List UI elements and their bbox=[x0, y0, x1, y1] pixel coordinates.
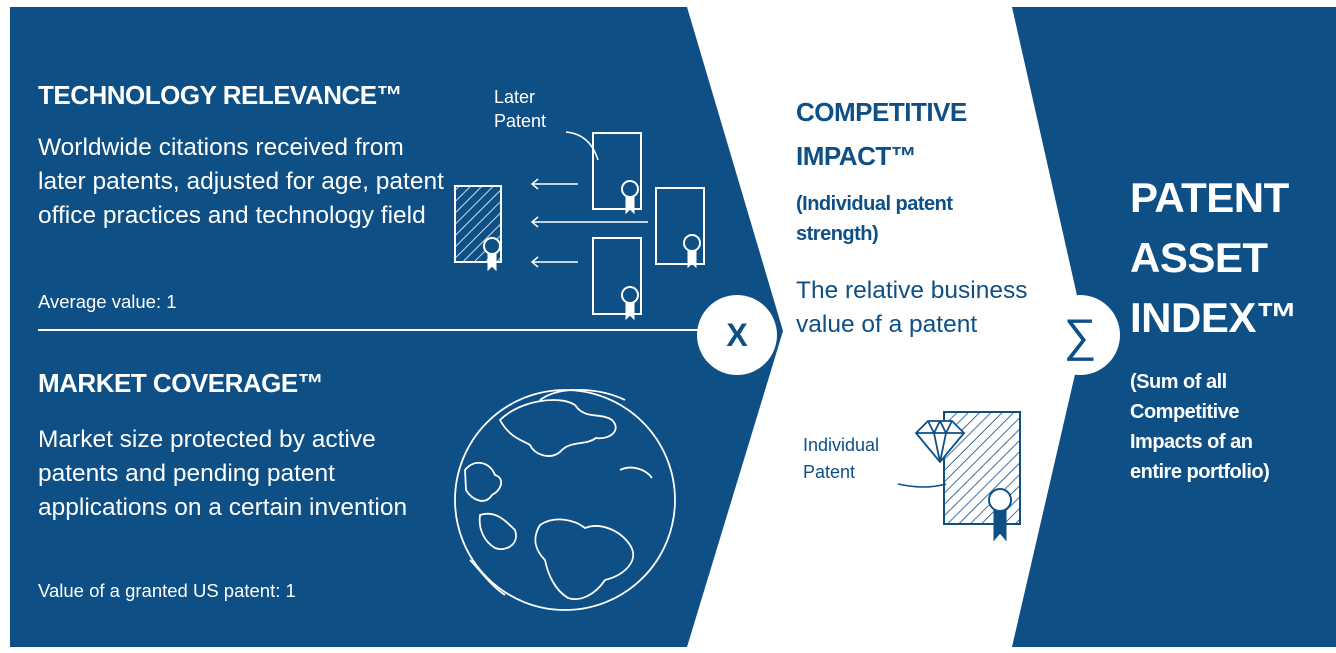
arrow-left-icon bbox=[530, 216, 648, 228]
market-coverage-value: Value of a granted US patent: 1 bbox=[38, 580, 296, 601]
market-coverage-title: MARKET COVERAGE™ bbox=[38, 368, 324, 398]
arrow-left-icon bbox=[530, 178, 578, 190]
individual-patent-illustration bbox=[897, 411, 1021, 542]
globe-icon bbox=[454, 388, 676, 611]
technology-relevance-title: TECHNOLOGY RELEVANCE™ bbox=[38, 80, 403, 110]
later-patent-label-line: Later bbox=[494, 87, 536, 107]
technology-relevance-description: Worldwide citations received from later … bbox=[38, 134, 444, 229]
patent-asset-index-title-line: ASSET bbox=[1130, 234, 1268, 281]
individual-patent-label-line: Individual bbox=[803, 435, 880, 455]
patent-asset-index-subtitle-line: (Sum of all bbox=[1130, 371, 1227, 393]
patent-asset-index-subtitle: (Sum of all Competitive Impacts of an en… bbox=[1130, 367, 1270, 487]
competitive-impact-description: The relative business value of a patent bbox=[796, 277, 1028, 338]
right-panel bbox=[1012, 7, 1336, 647]
later-patent-label-line: Patent bbox=[494, 111, 547, 131]
arrow-left-icon bbox=[530, 256, 578, 268]
later-patent-icon bbox=[655, 187, 705, 265]
multiply-operator: X bbox=[697, 295, 777, 375]
competitive-impact-subtitle-line: (Individual patent bbox=[796, 193, 953, 215]
patent-asset-index-subtitle-line: Impacts of an bbox=[1130, 431, 1253, 453]
left-panel bbox=[10, 7, 783, 647]
later-patent-label: Later Patent bbox=[494, 85, 546, 133]
patent-asset-index-subtitle-line: Competitive bbox=[1130, 401, 1239, 423]
sum-operator: ∑ bbox=[1040, 295, 1120, 375]
citing-patents-illustration bbox=[454, 131, 705, 321]
competitive-impact-subtitle: (Individual patent strength) bbox=[796, 189, 953, 249]
competitive-impact-subtitle-line: strength) bbox=[796, 223, 879, 245]
patent-asset-index-subtitle-line: entire portfolio) bbox=[1130, 461, 1270, 483]
market-coverage-description: Market size protected by active patents … bbox=[38, 426, 408, 521]
technology-relevance-average: Average value: 1 bbox=[38, 291, 177, 312]
competitive-impact-title: COMPETITIVE IMPACT™ bbox=[796, 90, 967, 178]
individual-patent-label: Individual Patent bbox=[803, 432, 879, 486]
competitive-impact-title-line: COMPETITIVE bbox=[796, 97, 967, 127]
patent-asset-index-title-line: INDEX™ bbox=[1130, 294, 1298, 341]
individual-patent-label-line: Patent bbox=[803, 462, 856, 482]
diamond-icon bbox=[914, 420, 966, 464]
patent-asset-index-title: PATENT ASSET INDEX™ bbox=[1130, 168, 1298, 348]
competitive-impact-title-line: IMPACT™ bbox=[796, 141, 917, 171]
patent-asset-index-title-line: PATENT bbox=[1130, 174, 1289, 221]
citation-arrows bbox=[530, 178, 648, 268]
